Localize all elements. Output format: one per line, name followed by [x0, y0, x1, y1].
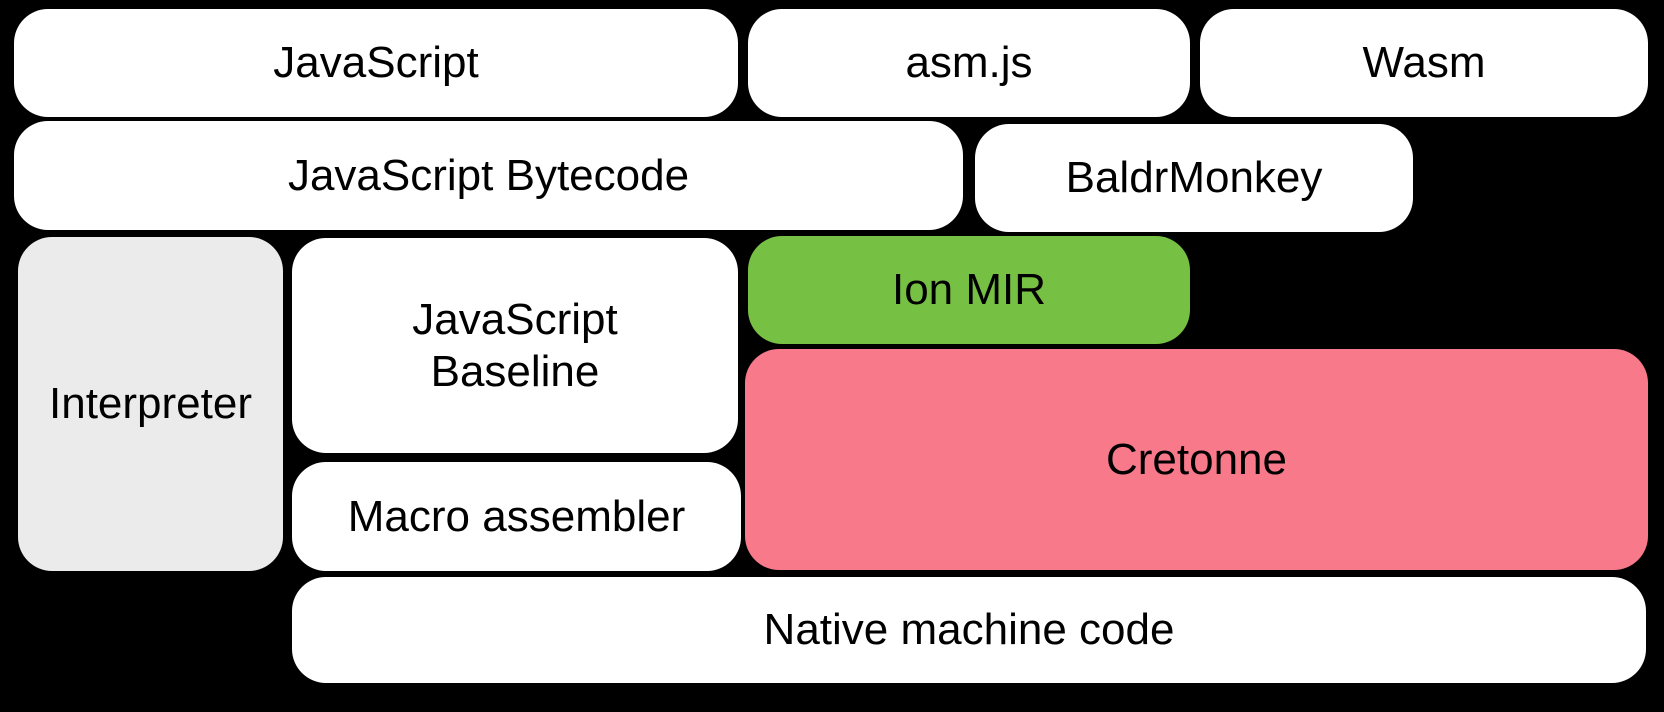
- node-native-machine-code: Native machine code: [292, 577, 1646, 683]
- node-label-wasm: Wasm: [1362, 38, 1486, 88]
- node-label-baldrmonkey: BaldrMonkey: [1065, 153, 1323, 203]
- node-label-macro-assembler: Macro assembler: [347, 491, 686, 541]
- node-label-interpreter: Interpreter: [49, 379, 252, 429]
- node-asmjs: asm.js: [748, 9, 1190, 117]
- node-label-javascript: JavaScript: [273, 38, 479, 88]
- node-label-native-machine-code: Native machine code: [763, 605, 1175, 655]
- node-javascript-bytecode: JavaScript Bytecode: [14, 121, 963, 230]
- node-cretonne: Cretonne: [745, 349, 1648, 570]
- node-baldrmonkey: BaldrMonkey: [975, 124, 1413, 232]
- node-label-cretonne: Cretonne: [1105, 434, 1287, 484]
- node-label-ion-mir: Ion MIR: [891, 265, 1047, 315]
- node-interpreter: Interpreter: [18, 237, 283, 571]
- node-javascript: JavaScript: [14, 9, 738, 117]
- node-macro-assembler: Macro assembler: [292, 462, 741, 571]
- node-label-javascript-bytecode: JavaScript Bytecode: [287, 150, 690, 200]
- node-label-asmjs: asm.js: [905, 38, 1033, 88]
- node-label-javascript-baseline: JavaScript Baseline: [412, 294, 618, 396]
- node-ion-mir: Ion MIR: [748, 236, 1190, 344]
- node-wasm: Wasm: [1200, 9, 1648, 117]
- node-javascript-baseline: JavaScript Baseline: [292, 238, 738, 453]
